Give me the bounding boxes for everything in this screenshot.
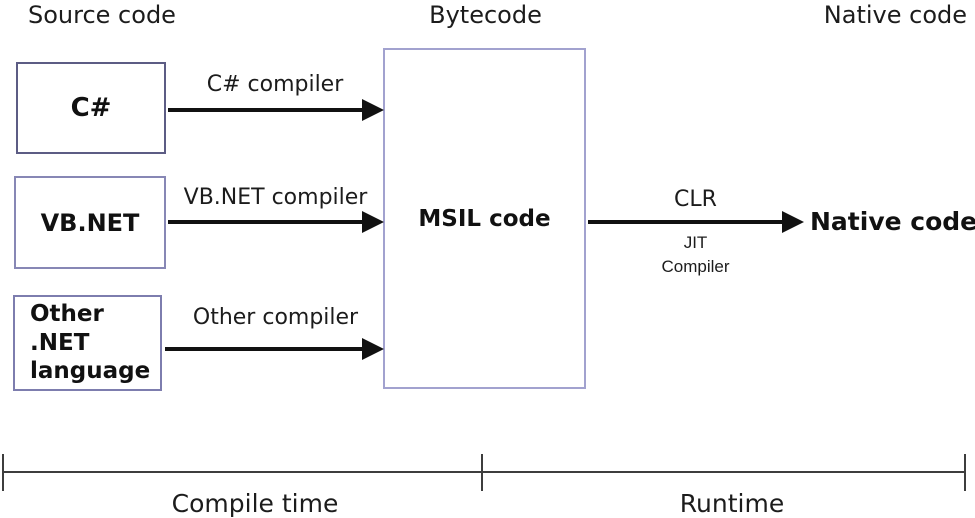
other-net-box-label-line1: Other .NET [30,300,104,356]
jit-compiler-label-line2: Compiler [661,256,730,276]
vbnet-compiler-arrowhead-icon [362,211,384,233]
csharp-compiler-label: C# compiler [206,72,344,97]
csharp-box: C# [16,62,166,154]
timeline-axis [2,471,966,473]
csharp-compiler-arrow [168,108,364,112]
runtime-label: Runtime [679,489,785,518]
jit-compiler-label: JIT Compiler [643,231,748,279]
native-code-result-label: Native code [810,207,975,236]
heading-bytecode: Bytecode [429,1,542,29]
msil-box-label: MSIL code [418,205,551,232]
jit-compiler-label-line1: JIT [683,233,708,252]
csharp-box-label: C# [70,93,112,123]
timeline-tick-left [2,454,4,491]
other-compiler-label: Other compiler [192,305,359,330]
other-compiler-arrowhead-icon [362,338,384,360]
heading-native-code: Native code [823,1,967,29]
clr-arrowhead-icon [782,211,804,233]
heading-source-code: Source code [28,1,176,29]
timeline-tick-right [964,454,966,491]
timeline-tick-middle [481,454,483,491]
vbnet-compiler-arrow [168,220,364,224]
clr-arrow [588,220,784,224]
compile-time-label: Compile time [171,489,339,518]
vbnet-compiler-label: VB.NET compiler [183,185,368,210]
other-compiler-arrow [165,347,364,351]
other-net-box: Other .NET language [13,295,162,391]
vbnet-box: VB.NET [14,176,166,269]
csharp-compiler-arrowhead-icon [362,99,384,121]
other-net-box-label-line2: language [30,358,151,385]
vbnet-box-label: VB.NET [40,208,140,237]
msil-box: MSIL code [383,48,586,389]
clr-label: CLR [674,187,717,212]
